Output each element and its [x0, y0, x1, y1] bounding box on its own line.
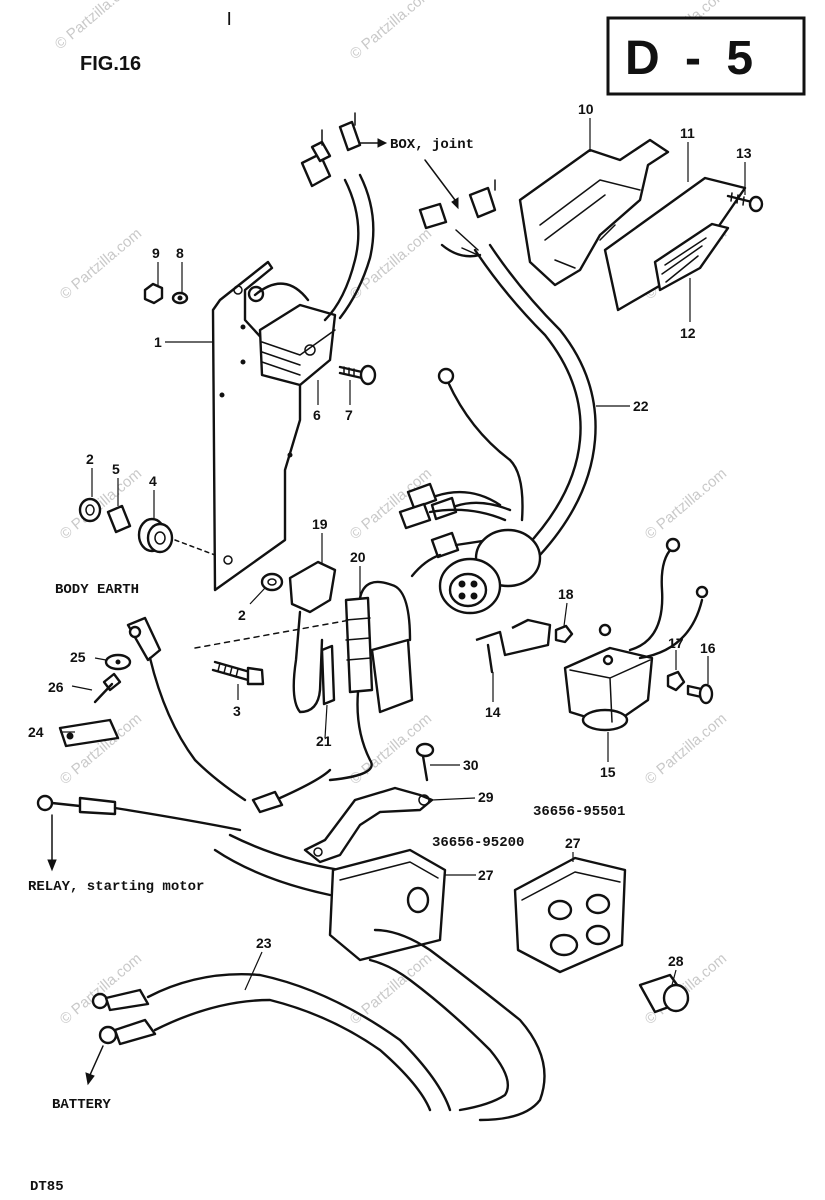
watermark: © Partzilla.com: [57, 950, 145, 1028]
stray-mark: |: [225, 11, 233, 27]
callout-11: 11: [680, 125, 695, 141]
washer-2-lower: [260, 572, 284, 592]
callout-26: 26: [48, 679, 64, 695]
screw-13: [726, 192, 764, 213]
terminal-24: [58, 718, 120, 748]
callout-5: 5: [112, 461, 120, 477]
earth-lead: [126, 616, 247, 802]
callout-24: 24: [28, 724, 44, 740]
callout-9: 9: [152, 245, 160, 261]
label-box-joint: BOX, joint: [390, 137, 474, 153]
bracket-29: [303, 786, 434, 864]
callout-23: 23: [256, 935, 272, 951]
label-relay-starting-motor: RELAY, starting motor: [28, 879, 204, 895]
washer-25: [104, 653, 132, 671]
watermark: © Partzilla.com: [52, 0, 140, 53]
arrow-box-joint: [359, 138, 388, 148]
arrow-relay: [47, 814, 57, 872]
part-number-36656-95200: 36656-95200: [432, 835, 524, 851]
watermark: © Partzilla.com: [57, 225, 145, 303]
plate-12: [653, 222, 730, 292]
watermark: © Partzilla.com: [57, 465, 145, 543]
leader-lines: [60, 118, 746, 991]
part-number-36656-95501: 36656-95501: [533, 804, 625, 820]
bolt-3: [194, 619, 351, 686]
nut-18: [554, 624, 574, 644]
callout-16: 16: [700, 640, 716, 656]
arrow-box-joint-2: [424, 159, 459, 210]
bolt-16: [686, 683, 714, 705]
callout-17: 17: [668, 635, 684, 651]
callout-29: 29: [478, 789, 494, 805]
callout-labels: 1 2 5 4 2 3 6 7 8 9 10 11 12 13 14 15 16…: [28, 101, 752, 969]
upper-harness: [300, 112, 375, 322]
callout-14: 14: [485, 704, 501, 720]
fuse-assembly-20: [328, 580, 414, 782]
bracket-14: [475, 618, 552, 674]
starter-solenoid-15: [563, 537, 709, 732]
callout-12: 12: [680, 325, 696, 341]
callout-2: 2: [238, 607, 246, 623]
grommet-stack: [78, 497, 216, 556]
grommet-27-b: [513, 856, 627, 974]
nut-17: [666, 670, 686, 692]
callout-4: 4: [149, 473, 157, 489]
fuse-bracket-19: [288, 560, 337, 714]
watermark: © Partzilla.com: [642, 710, 730, 788]
callout-25: 25: [70, 649, 86, 665]
callout-22: 22: [633, 398, 649, 414]
model-code: DT85: [30, 1179, 64, 1195]
battery-cable-23: [91, 973, 452, 1112]
label-body-earth: BODY EARTH: [55, 582, 139, 598]
callout-1: 1: [154, 334, 162, 350]
callout-27: 27: [565, 835, 581, 851]
callout-21: 21: [316, 733, 332, 749]
mounting-plate: [211, 260, 302, 592]
callout-15: 15: [600, 764, 616, 780]
junction-box-10: [518, 138, 670, 287]
arrow-battery: [85, 1045, 104, 1086]
bolt-26: [93, 672, 122, 704]
figure-label: FIG.16: [80, 53, 141, 75]
rectifier-block: [247, 282, 337, 387]
callout-30: 30: [463, 757, 479, 773]
nut-9: [143, 282, 164, 305]
callout-10: 10: [578, 101, 594, 117]
washer-8: [171, 291, 189, 305]
watermark: © Partzilla.com: [347, 225, 435, 303]
main-harness-22: [398, 179, 597, 615]
callout-28: 28: [668, 953, 684, 969]
callout-2: 2: [86, 451, 94, 467]
callout-13: 13: [736, 145, 752, 161]
callout-8: 8: [176, 245, 184, 261]
watermark: © Partzilla.com: [347, 0, 435, 63]
callout-19: 19: [312, 516, 328, 532]
callout-27: 27: [478, 867, 494, 883]
callout-6: 6: [313, 407, 321, 423]
section-badge: D - 5: [606, 16, 806, 96]
callout-20: 20: [350, 549, 366, 565]
plug-28: [638, 973, 690, 1014]
screw-7: [338, 364, 377, 386]
callout-18: 18: [558, 586, 574, 602]
label-battery: BATTERY: [52, 1097, 111, 1113]
screw-30: [415, 742, 435, 782]
section-badge-text: D - 5: [625, 32, 759, 85]
watermark: © Partzilla.com: [642, 465, 730, 543]
callout-3: 3: [233, 703, 241, 719]
callout-7: 7: [345, 407, 353, 423]
relay-lead: [36, 768, 332, 832]
grommet-27-a: [213, 833, 546, 1122]
